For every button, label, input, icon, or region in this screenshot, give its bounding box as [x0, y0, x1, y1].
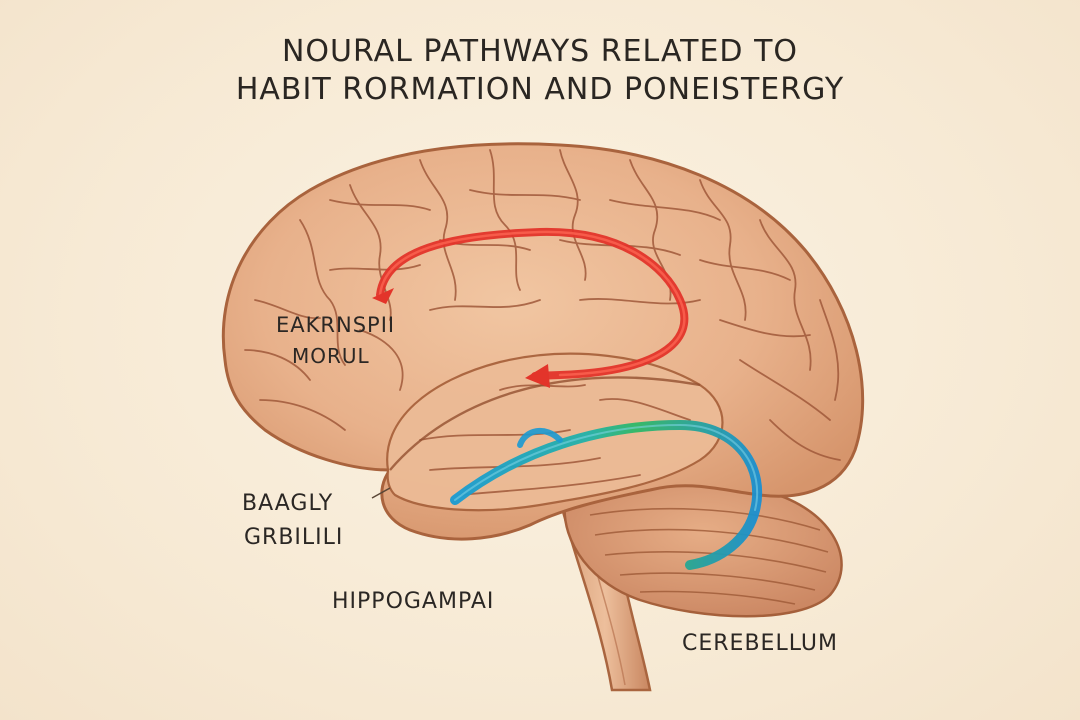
cerebellum-label: CEREBELLUM	[682, 630, 838, 658]
page-title-line-2: HABIT RORMATION AND PONEISTERGY	[0, 72, 1080, 107]
page-title-line-1: NOURAL PATHWAYS RELATED TO	[0, 34, 1080, 69]
basal-label-line-2: GRBILILI	[244, 524, 343, 552]
basal-label-line-1: BAAGLY	[242, 490, 333, 518]
upper-region-label-line-2: MORUL	[292, 344, 370, 369]
upper-region-label-line-1: EAKRNSPII	[276, 312, 395, 338]
hippocampus-label: HIPPOGAMPAI	[332, 588, 494, 616]
